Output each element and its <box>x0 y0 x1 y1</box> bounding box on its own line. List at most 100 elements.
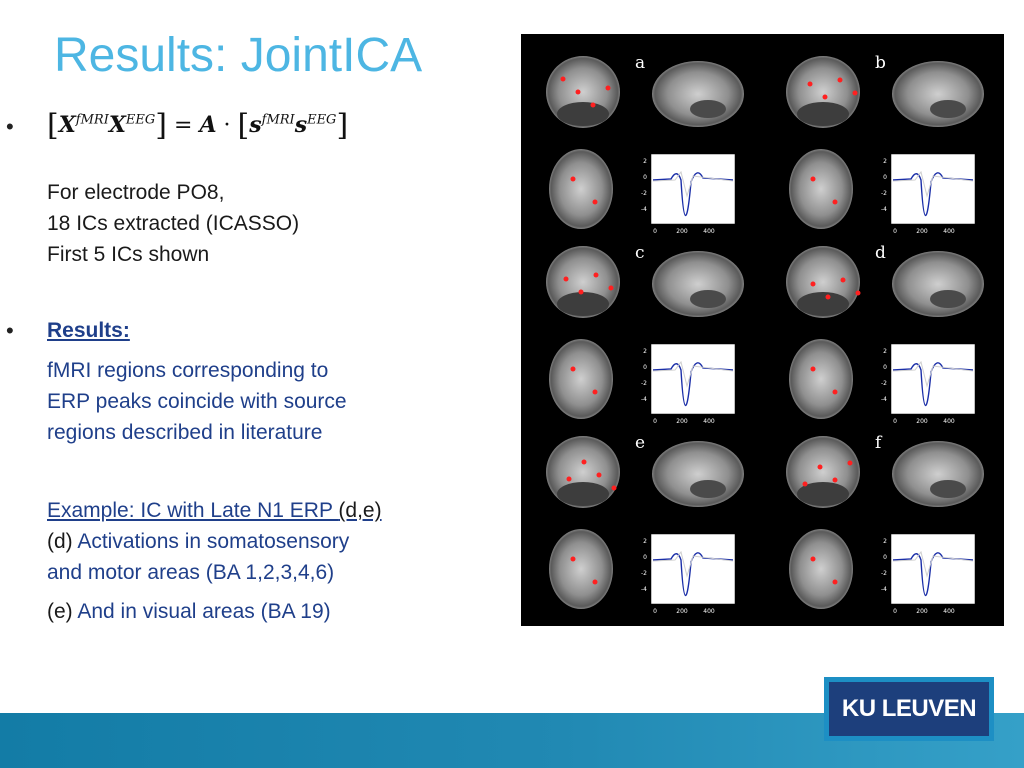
intro-line: 18 ICs extracted (ICASSO) <box>47 212 300 235</box>
erp-plot-box <box>890 153 976 225</box>
brainstem-shade <box>690 290 726 308</box>
x-tick-label: 400 <box>703 228 715 235</box>
d-label: (d) <box>47 530 78 553</box>
activation-spot <box>593 272 599 278</box>
activation-spot <box>807 81 813 87</box>
eq-sup-fmri: fMRI <box>261 112 295 128</box>
y-tick-label: -4 <box>881 586 887 593</box>
erp-curve-white <box>652 550 734 578</box>
axial-slice <box>789 339 853 419</box>
eq-sup-eeg: EEG <box>307 112 337 128</box>
cerebellum-shade <box>797 102 849 126</box>
sagittal-slice <box>892 441 984 507</box>
erp-plot-box <box>890 533 976 605</box>
y-tick-label: -2 <box>881 190 887 197</box>
results-text: fMRI regions corresponding to ERP peaks … <box>47 355 347 448</box>
activation-spot <box>592 579 598 585</box>
example-link[interactable]: Example: IC with Late N1 ERP (d,e) <box>47 499 382 522</box>
activation-spot <box>810 366 816 372</box>
x-tick-label: 400 <box>703 418 715 425</box>
results-heading: Results: <box>47 319 130 342</box>
activation-spot <box>575 89 581 95</box>
example-link-text: Example: IC with Late N1 ERP <box>47 499 339 522</box>
erp-curve-white <box>652 360 734 388</box>
panel-letter: b <box>875 53 886 73</box>
x-tick-label: 200 <box>676 228 688 235</box>
e-text-content: And in visual areas (BA 19) <box>77 600 331 623</box>
slide-title: Results: JointICA <box>54 29 423 82</box>
activation-spot <box>832 579 838 585</box>
sagittal-slice <box>652 441 744 507</box>
y-tick-label: 2 <box>883 158 887 165</box>
sagittal-slice <box>892 61 984 127</box>
activation-spot <box>840 277 846 283</box>
erp-plot-box <box>650 533 736 605</box>
y-tick-label: 0 <box>643 174 647 181</box>
y-tick-label: -2 <box>641 380 647 387</box>
cerebellum-shade <box>557 292 609 316</box>
cerebellum-shade <box>797 292 849 316</box>
example-text: Example: IC with Late N1 ERP (d,e) (d) A… <box>47 495 382 588</box>
erp-curve-white <box>892 170 974 198</box>
erp-curve-blue <box>652 362 734 407</box>
erp-curve-white <box>892 360 974 388</box>
sagittal-slice <box>892 251 984 317</box>
bullet-2: • <box>6 318 14 343</box>
activation-spot <box>837 77 843 83</box>
x-tick-label: 200 <box>916 228 928 235</box>
y-tick-label: 0 <box>883 364 887 371</box>
bracket-close: ] <box>336 108 349 143</box>
y-tick-label: 2 <box>883 538 887 545</box>
bracket-open: [ <box>237 108 250 143</box>
erp-curve-blue <box>892 362 974 407</box>
activation-spot <box>608 285 614 291</box>
activation-spot <box>817 464 823 470</box>
x-tick-label: 200 <box>676 418 688 425</box>
activation-spot <box>852 90 858 96</box>
eq-s: s <box>294 112 308 138</box>
brainstem-shade <box>930 100 966 118</box>
intro-line: For electrode PO8, <box>47 181 225 204</box>
y-tick-label: 2 <box>643 348 647 355</box>
y-tick-label: -2 <box>881 380 887 387</box>
x-tick-label: 400 <box>943 228 955 235</box>
logo-box: KU LEUVEN <box>829 682 989 736</box>
x-tick-label: 400 <box>703 608 715 615</box>
activation-spot <box>822 94 828 100</box>
e-label: (e) <box>47 600 78 623</box>
e-text: (e) And in visual areas (BA 19) <box>47 596 331 627</box>
activation-spot <box>611 485 617 491</box>
eq-sup-eeg: EEG <box>125 112 156 128</box>
erp-curve-blue <box>652 552 734 597</box>
sagittal-slice <box>652 251 744 317</box>
y-tick-label: -2 <box>641 570 647 577</box>
erp-curve-blue <box>892 552 974 597</box>
x-tick-label: 400 <box>943 418 955 425</box>
example-link-tail: (d,e) <box>338 499 382 522</box>
activation-spot <box>802 481 808 487</box>
erp-curve-blue <box>892 172 974 217</box>
cerebellum-shade <box>557 102 609 126</box>
results-line: regions described in literature <box>47 421 323 444</box>
activation-spot <box>570 366 576 372</box>
eq-x: X <box>108 112 126 138</box>
intro-text: For electrode PO8, 18 ICs extracted (ICA… <box>47 177 299 270</box>
axial-slice <box>549 339 613 419</box>
results-line: ERP peaks coincide with source <box>47 390 347 413</box>
erp-plot-box <box>650 153 736 225</box>
cerebellum-shade <box>797 482 849 506</box>
x-tick-label: 0 <box>653 418 657 425</box>
x-tick-label: 200 <box>916 418 928 425</box>
ku-leuven-logo: KU LEUVEN <box>824 677 994 741</box>
brainstem-shade <box>690 100 726 118</box>
panel-letter: f <box>875 433 883 453</box>
y-tick-label: 2 <box>643 158 647 165</box>
y-tick-label: -4 <box>881 206 887 213</box>
axial-slice <box>789 529 853 609</box>
axial-slice <box>549 149 613 229</box>
erp-plot-box <box>890 343 976 415</box>
d-text: Activations in somatosensory <box>77 530 350 553</box>
activation-spot <box>832 199 838 205</box>
panel-letter: a <box>635 53 645 73</box>
panel-letter: d <box>875 243 886 263</box>
